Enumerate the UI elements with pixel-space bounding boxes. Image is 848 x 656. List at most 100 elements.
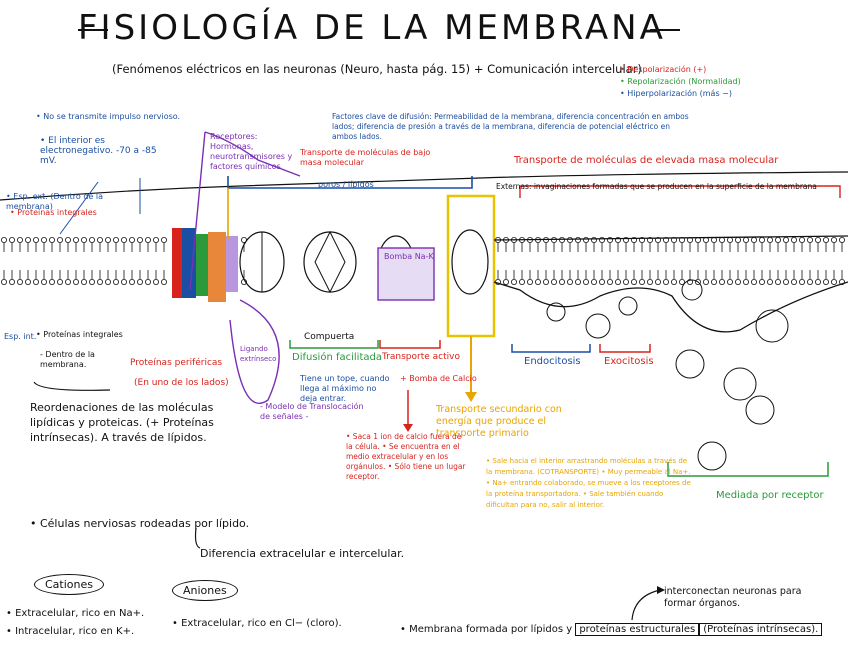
lipid-head — [591, 237, 596, 242]
lipid-head — [65, 237, 70, 242]
page-subtitle: (Fenómenos eléctricos en las neuronas (N… — [112, 62, 642, 76]
lipid-head — [719, 279, 724, 284]
lipid-head — [759, 279, 764, 284]
label-endocytosis: Endocitosis — [524, 356, 581, 367]
label-pump-nak: Bomba Na-K — [384, 252, 434, 261]
legend: • Despolarización (+) • Repolarización (… — [620, 64, 741, 100]
lipid-head — [583, 279, 588, 284]
lipid-head — [41, 237, 46, 242]
lipid-head — [105, 279, 110, 284]
lipid-head — [41, 279, 46, 284]
label-active: Transporte activo — [382, 352, 460, 362]
lipid-head — [121, 279, 126, 284]
lipid-head — [631, 279, 636, 284]
lipid-head — [17, 279, 22, 284]
label-facilitated: Difusión facilitada — [292, 352, 382, 363]
note-inside-membrane: - Dentro de la membrana. — [40, 350, 120, 370]
lipid-head — [639, 279, 644, 284]
lipid-head — [831, 237, 836, 242]
lipid-head — [775, 237, 780, 242]
note-interior: • El interior es electronegativo. -70 a … — [40, 136, 160, 166]
lipid-head — [815, 279, 820, 284]
receptor-vesicle-6 — [698, 442, 726, 470]
lipid-head — [839, 237, 844, 242]
lipid-head — [551, 237, 556, 242]
note-external-invag: Externas: invaginaciones formadas que se… — [496, 182, 817, 192]
lipid-head — [113, 237, 118, 242]
label-ligand: Ligando extrínseco — [240, 344, 282, 364]
lipid-head — [751, 237, 756, 242]
lipid-head — [735, 237, 740, 242]
legend-depolarization: • Despolarización (+) — [620, 64, 741, 76]
lipid-head — [73, 237, 78, 242]
label-transport-high: Transporte de moléculas de elevada masa … — [514, 156, 778, 166]
lipid-head — [65, 279, 70, 284]
lipid-head — [567, 279, 572, 284]
note-diffusion-factors: Factores clave de difusión: Permeabilida… — [332, 112, 692, 142]
lipid-head — [25, 237, 30, 242]
lipid-head — [807, 237, 812, 242]
note-receptors: Receptores: Hormonas, neurotransmisores … — [210, 132, 300, 172]
legend-repolarization: • Repolarización (Normalidad) — [620, 76, 741, 88]
label-gate: Compuerta — [304, 332, 354, 342]
lipid-head — [89, 279, 94, 284]
lipid-head — [113, 279, 118, 284]
lipid-head — [559, 279, 564, 284]
label-transport-low: Transporte de moléculas de bajo masa mol… — [300, 148, 450, 168]
label-pores: poros / lípidos — [318, 180, 374, 190]
lipid-head — [73, 279, 78, 284]
lipid-head — [145, 237, 150, 242]
label-peripheral-sub: (En uno de los lados) — [134, 378, 229, 388]
lipid-head — [1, 279, 6, 284]
lipid-head — [575, 237, 580, 242]
lipid-head — [623, 279, 628, 284]
active-transport-protein — [452, 230, 488, 294]
lipid-head — [783, 279, 788, 284]
label-structural: proteínas estructurales — [575, 623, 699, 636]
lipid-head — [751, 279, 756, 284]
protein-blue — [182, 228, 196, 298]
lipid-head — [121, 237, 126, 242]
lipid-head — [559, 237, 564, 242]
lipid-head — [583, 237, 588, 242]
lipid-head — [647, 279, 652, 284]
lipid-head — [527, 279, 532, 284]
lipid-head — [57, 237, 62, 242]
lipid-head — [25, 279, 30, 284]
note-membrane-line: • Membrana formada por lípidos y proteín… — [400, 622, 822, 637]
protein-purple — [226, 236, 238, 292]
lipid-head — [743, 279, 748, 284]
lipid-head — [759, 237, 764, 242]
lipid-head — [161, 279, 166, 284]
lipid-head — [671, 279, 676, 284]
lipid-head — [767, 237, 772, 242]
lipid-head — [799, 237, 804, 242]
note-integral-proteins: • Proteínas integrales — [10, 208, 97, 218]
lipid-head — [799, 279, 804, 284]
label-exocytosis: Exocitosis — [604, 356, 654, 367]
lipid-head — [161, 237, 166, 242]
lipid-head — [129, 237, 134, 242]
lipid-head — [81, 279, 86, 284]
note-facilitated: Tiene un tope, cuando llega al máximo no… — [300, 374, 390, 404]
lipid-head — [137, 279, 142, 284]
label-intrinsic: (Proteínas intrínsecas). — [699, 623, 822, 636]
receptor-vesicle-3 — [676, 350, 704, 378]
lipid-head — [137, 237, 142, 242]
note-integral-proteins-2: • Proteínas integrales — [36, 330, 123, 340]
note-no-impulse: • No se transmite impulso nervioso. — [36, 112, 180, 122]
lipid-head — [791, 237, 796, 242]
lipid-head — [1, 237, 6, 242]
lipid-head — [711, 279, 716, 284]
label-channel-model: - Modelo de Translocación de señales - — [260, 402, 370, 422]
label-pump: + Bomba de Calcio — [400, 374, 477, 383]
legend-hyperpolarization: • Hiperpolarización (más −) — [620, 88, 741, 100]
note-reorganization: Reordenaciones de las moléculas lipídica… — [30, 400, 250, 445]
lipid-head — [567, 237, 572, 242]
note-anion-extra: • Extracelular, rico en Cl− (cloro). — [172, 616, 342, 631]
note-extracellular: • Extracelular, rico en Na+. — [6, 606, 144, 621]
lipid-head — [663, 279, 668, 284]
lipid-head — [831, 279, 836, 284]
lipid-head — [807, 279, 812, 284]
protein-green — [196, 234, 208, 296]
